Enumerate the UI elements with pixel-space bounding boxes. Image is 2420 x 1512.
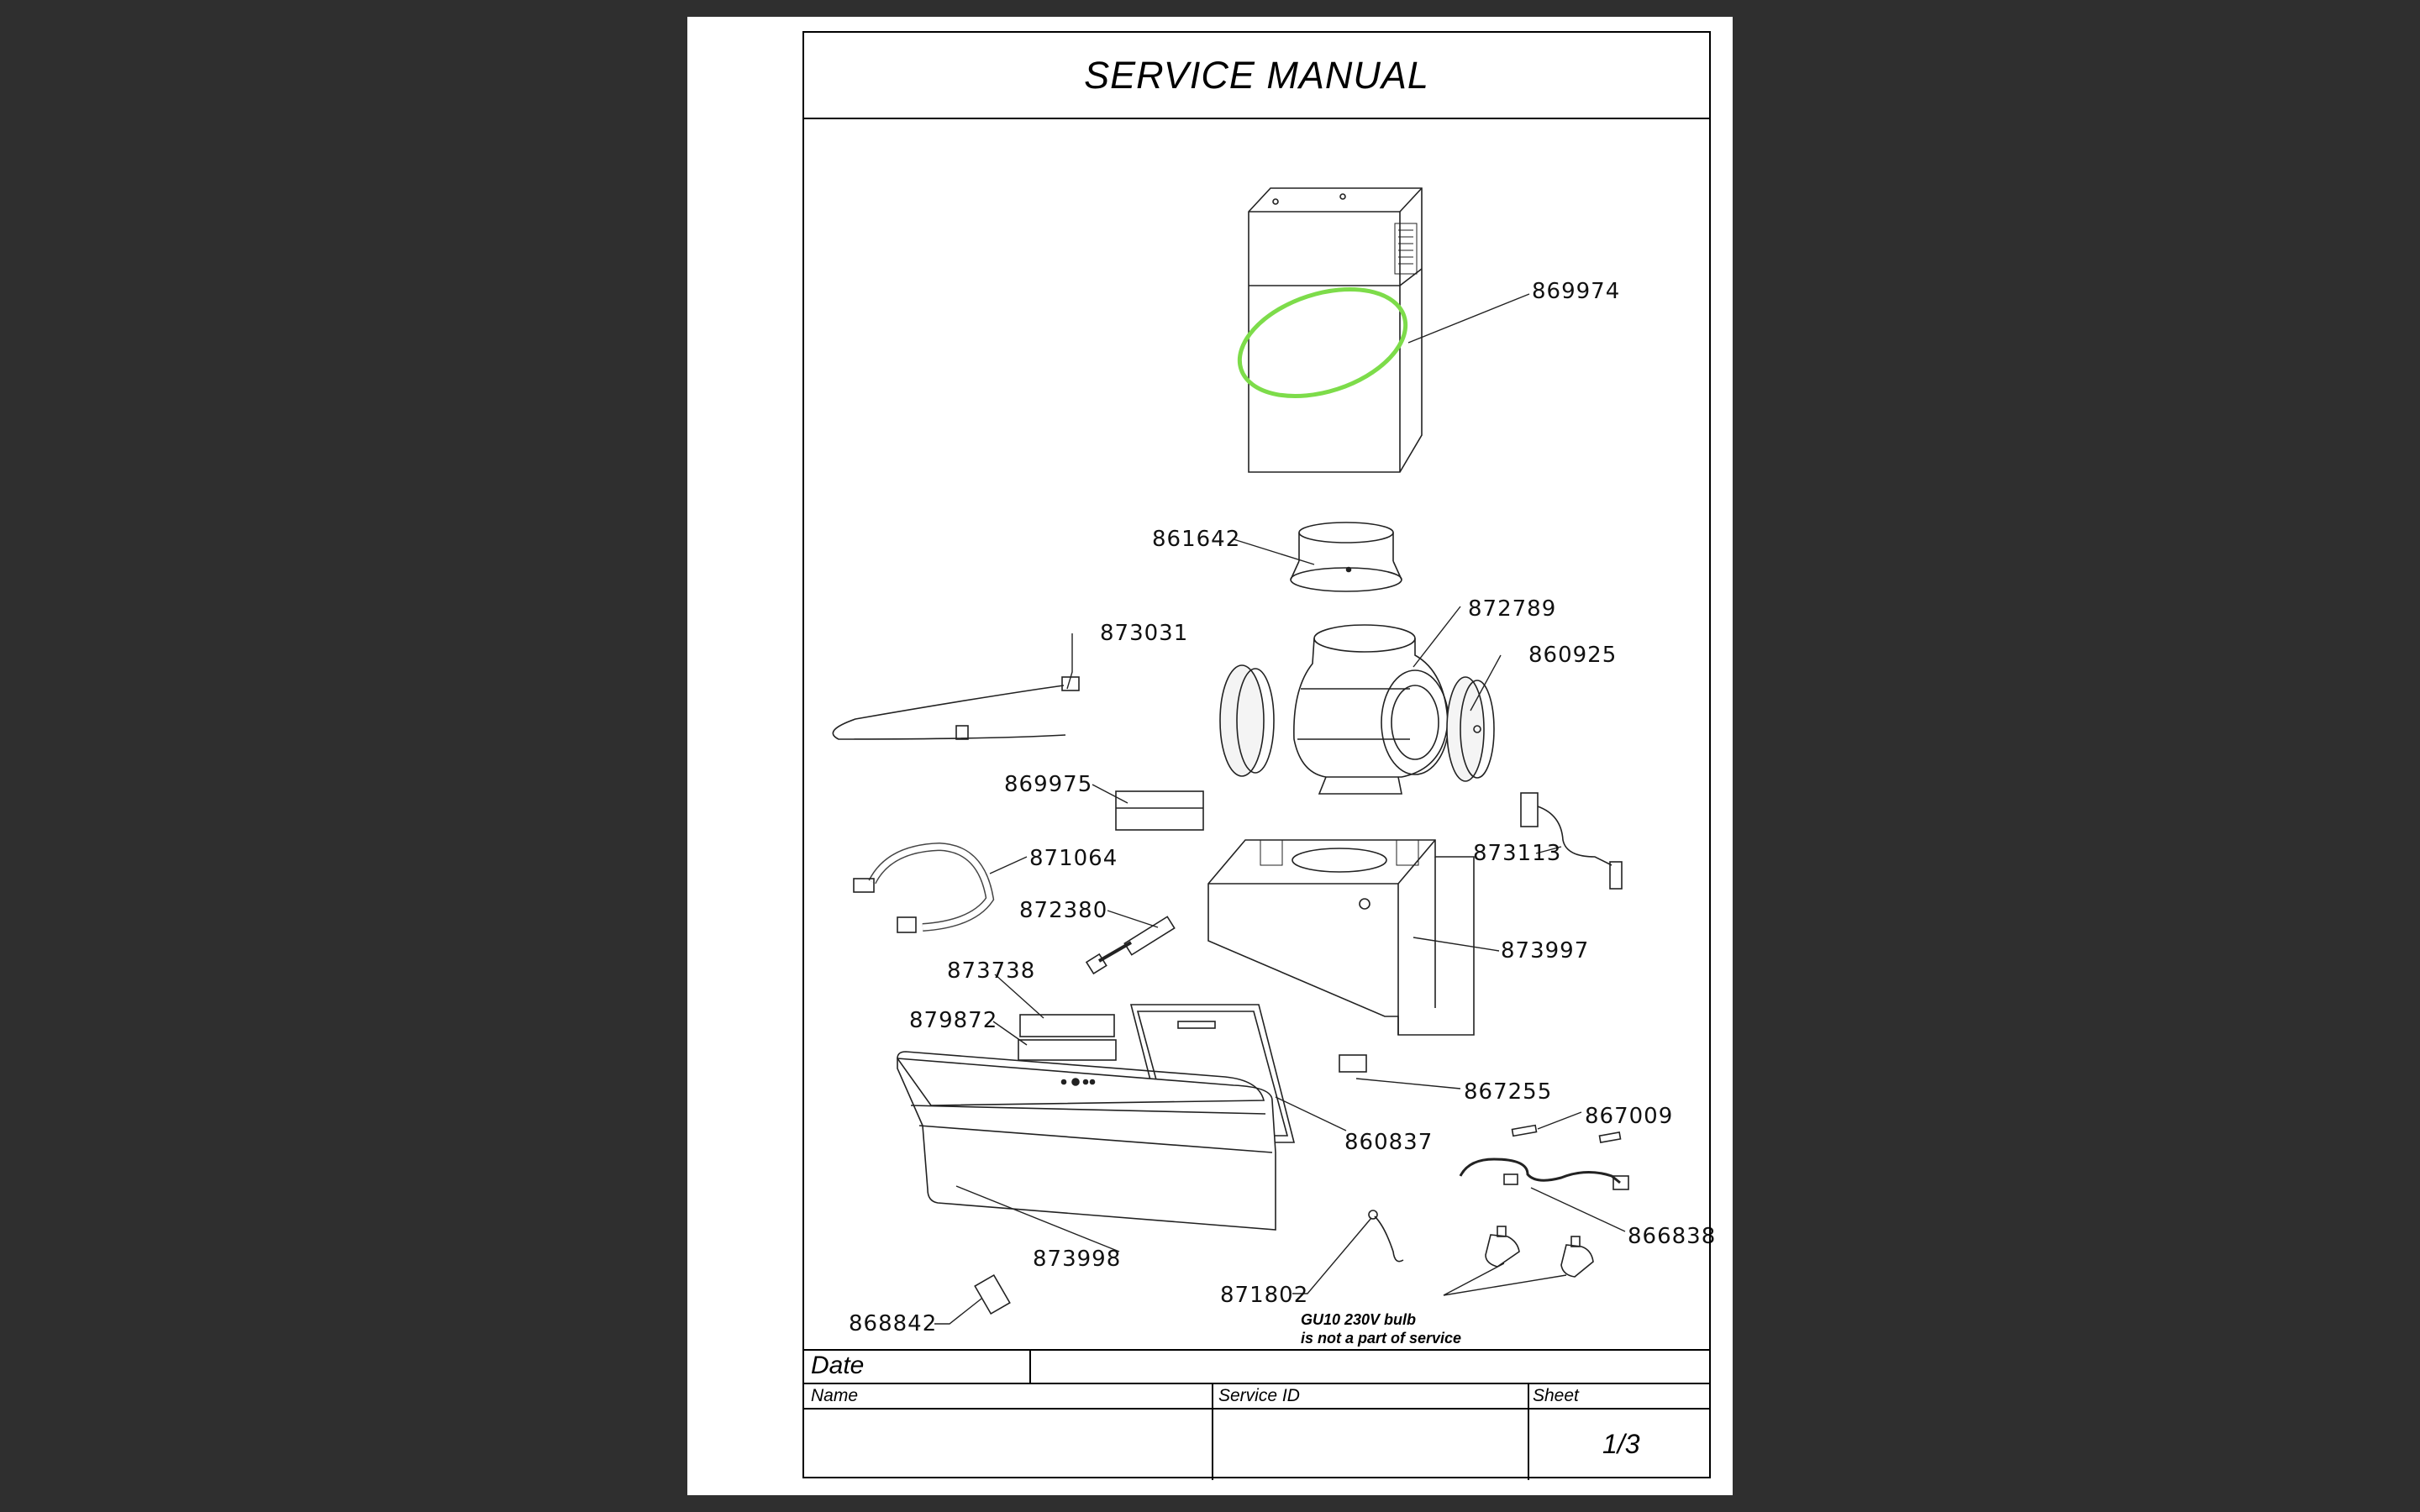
part-number-872380: 872380	[1019, 898, 1107, 923]
part-number-873998: 873998	[1033, 1247, 1121, 1272]
part-number-867255: 867255	[1464, 1079, 1552, 1105]
part-number-879872: 879872	[909, 1008, 997, 1033]
part-number-860837: 860837	[1344, 1130, 1433, 1155]
label-row-rule	[804, 1408, 1709, 1410]
sensor-cable	[1374, 1215, 1404, 1263]
date-divider	[1029, 1349, 1031, 1383]
part-number-872789: 872789	[1468, 596, 1556, 622]
sheet-value: 1/3	[1602, 1429, 1640, 1459]
service-id-divider	[1528, 1383, 1529, 1480]
date-row-rule	[804, 1383, 1709, 1384]
bulb-note-line2: is not a part of service	[1301, 1330, 1461, 1347]
part-number-873113: 873113	[1473, 841, 1561, 866]
part-number-871802: 871802	[1220, 1283, 1308, 1308]
switch	[1339, 1054, 1367, 1073]
part-number-868842: 868842	[849, 1311, 937, 1336]
lamp-wiring	[1459, 1158, 1621, 1184]
part-number-860925: 860925	[1528, 643, 1617, 668]
date-label: Date	[811, 1352, 865, 1379]
part-number-861642: 861642	[1152, 527, 1240, 552]
page-title: SERVICE MANUAL	[1084, 53, 1429, 97]
part-number-869975: 869975	[1004, 772, 1092, 797]
display-board	[1019, 1014, 1115, 1037]
duct-adapter	[1290, 522, 1402, 592]
bulb-note-line1: GU10 230V bulb	[1301, 1311, 1416, 1328]
control-box	[1115, 790, 1204, 831]
document-page	[687, 17, 1733, 1495]
title-block-top-rule	[804, 1349, 1709, 1351]
chimney-cover	[1248, 187, 1423, 473]
power-cable	[832, 685, 1066, 740]
filter-left	[1219, 664, 1265, 777]
remote-control	[974, 1273, 1011, 1315]
part-number-871064: 871064	[1029, 846, 1118, 871]
front-glass	[897, 1051, 1276, 1231]
highlight-ellipse	[1237, 286, 1408, 399]
hood-body	[1207, 839, 1475, 1036]
part-number-869974: 869974	[1532, 279, 1620, 304]
part-number-873738: 873738	[947, 958, 1035, 984]
name-label: Name	[811, 1386, 859, 1405]
bulbs	[1485, 1226, 1594, 1278]
name-divider	[1212, 1383, 1213, 1480]
touch-board	[1018, 1039, 1117, 1061]
service-id-label: Service ID	[1218, 1386, 1300, 1405]
part-number-873997: 873997	[1501, 938, 1589, 963]
part-number-866838: 866838	[1628, 1224, 1716, 1249]
sheet-label: Sheet	[1533, 1386, 1579, 1405]
exploded-parts-drawing: 869974 861642 872789 873031 860925 86997…	[832, 187, 1716, 1347]
part-number-873031: 873031	[1100, 621, 1188, 646]
part-number-867009: 867009	[1585, 1104, 1673, 1129]
gas-strut	[1085, 916, 1176, 975]
drawing-frame: SERVICE MANUAL Date Name Service ID Shee…	[802, 31, 1711, 1480]
title-row: SERVICE MANUAL	[804, 33, 1709, 119]
connector-block	[1520, 792, 1539, 827]
